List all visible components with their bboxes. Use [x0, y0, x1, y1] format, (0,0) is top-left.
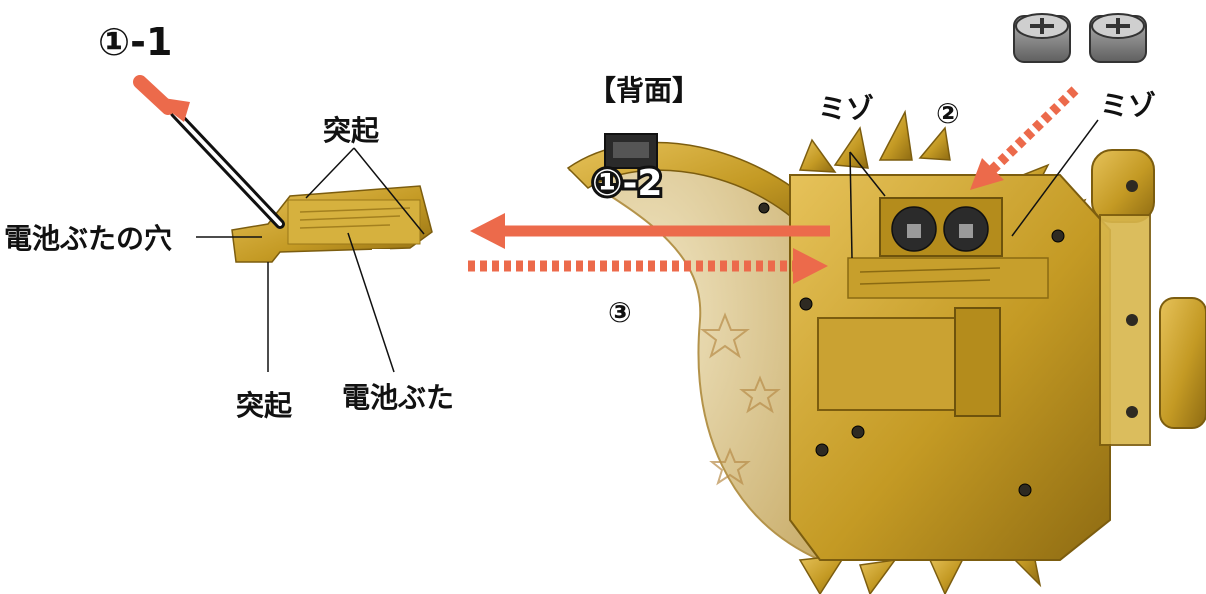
battery-plus-icon-2 — [1089, 13, 1147, 63]
step-1-2-label: ①-2 — [592, 163, 662, 204]
battery-cover-slot — [372, 249, 390, 254]
groove-right-label: ミゾ — [1100, 89, 1156, 122]
insert-battery-arrow — [970, 86, 1079, 190]
cover-leader-lines — [196, 147, 425, 373]
dial-star-pattern — [700, 312, 781, 486]
remove-cover-arrow — [470, 213, 830, 249]
step-2-label: ② — [936, 97, 960, 130]
contact-right — [959, 224, 973, 238]
battery-cover-illustration — [133, 75, 433, 373]
protrusion-top-label: 突起 — [323, 114, 380, 147]
body-text-marks — [859, 267, 1001, 285]
contact-left — [907, 224, 921, 238]
battery-cover-plate — [287, 199, 421, 245]
lower-panel-cover — [954, 307, 1001, 417]
screwdriver-icon — [170, 108, 285, 229]
lower-panel — [817, 317, 969, 411]
cover-hole-label: 電池ぶたの穴 — [4, 222, 172, 255]
battery-plus-icon-1 — [1013, 13, 1071, 63]
back-title: 【背面】 — [588, 74, 700, 107]
battery-cover-text-marks — [299, 207, 411, 229]
step-3-label: ③ — [608, 296, 632, 329]
battery-cover-label: 電池ぶた — [342, 381, 454, 414]
top-connector-inner — [613, 142, 649, 158]
groove-left-label: ミゾ — [818, 92, 874, 125]
push-arrow-1-1 — [133, 75, 190, 122]
body-screws — [758, 202, 1065, 497]
device-back-illustration — [566, 109, 1206, 594]
step-1-1-label: ①-1 — [98, 20, 172, 64]
cover-outline — [847, 257, 1049, 299]
insert-cover-arrow — [468, 248, 828, 284]
groove-leader-lines — [849, 119, 1099, 259]
protrusion-bottom-label: 突起 — [236, 389, 293, 422]
grip-handle — [1091, 149, 1206, 446]
